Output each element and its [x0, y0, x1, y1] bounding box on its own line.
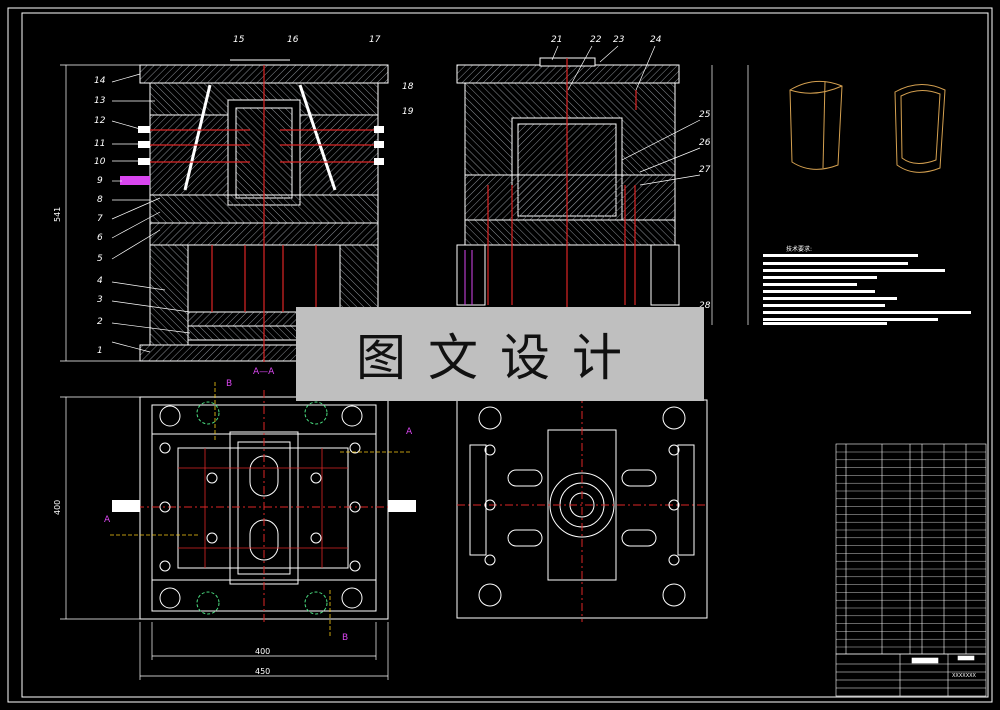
part-label-19: 19 — [402, 107, 414, 117]
part-label-14: 14 — [94, 76, 106, 86]
sheet-outer-border — [7, 7, 993, 703]
section-letter-a-left: A — [104, 515, 111, 525]
section-label: A—A — [253, 367, 275, 377]
dim-plan-height: 400 — [53, 500, 62, 515]
part-label-6: 6 — [97, 233, 103, 243]
drawing-frame-marks — [711, 65, 749, 325]
front-section-view: 5 4 1 — [53, 59, 389, 362]
technical-requirements-title: 技术要求: — [786, 245, 812, 253]
part-label-10: 10 — [94, 157, 106, 167]
part-label-24: 24 — [650, 35, 662, 45]
part-label-15: 15 — [233, 35, 245, 45]
dim-width-inner: 400 — [255, 647, 270, 656]
part-labels-side-leaders — [551, 45, 701, 186]
technical-requirements-text — [763, 254, 971, 325]
part-labels-left — [111, 73, 191, 353]
part-label-27: 27 — [699, 165, 711, 175]
part-label-8: 8 — [97, 195, 103, 205]
plan-view-moving-half — [60, 382, 416, 680]
part-label-25: 25 — [699, 110, 711, 120]
part-label-13: 13 — [94, 96, 106, 106]
watermark-text: 图文设计 — [356, 329, 644, 387]
parts-list-rows — [836, 451, 986, 648]
part-label-5: 5 — [97, 254, 103, 264]
part-label-9: 9 — [97, 176, 103, 186]
part-label-3: 3 — [97, 295, 103, 305]
part-label-16: 16 — [287, 35, 299, 45]
part-label-26: 26 — [699, 138, 711, 148]
part-label-4: 4 — [97, 276, 103, 286]
plan-view-fixed-half — [456, 395, 708, 622]
part-label-18: 18 — [402, 82, 414, 92]
parts-list-table — [835, 443, 987, 655]
part-label-17: 17 — [369, 35, 381, 45]
sheet-inner-border — [21, 12, 989, 698]
side-section-view — [456, 57, 680, 310]
dim-height: 541 — [53, 207, 62, 222]
part-label-28: 28 — [699, 301, 711, 311]
part-label-1: 1 — [97, 346, 103, 356]
part-3d-views — [789, 80, 946, 173]
title-block-code: XXXXXXX — [952, 673, 977, 679]
title-block — [835, 653, 987, 697]
part-label-12: 12 — [94, 116, 106, 126]
section-letter-b-top: B — [226, 379, 232, 389]
watermark-banner: 图文设计 — [296, 307, 704, 401]
part-label-7: 7 — [97, 214, 103, 224]
part-label-11: 11 — [94, 139, 105, 149]
part-label-2: 2 — [97, 317, 103, 327]
part-label-21: 21 — [551, 35, 562, 45]
part-label-23: 23 — [613, 35, 625, 45]
part-label-22: 22 — [590, 35, 602, 45]
section-letter-a-right: A — [406, 427, 413, 437]
section-letter-b-bottom: B — [342, 633, 348, 643]
dim-width-outer: 450 — [255, 667, 270, 676]
